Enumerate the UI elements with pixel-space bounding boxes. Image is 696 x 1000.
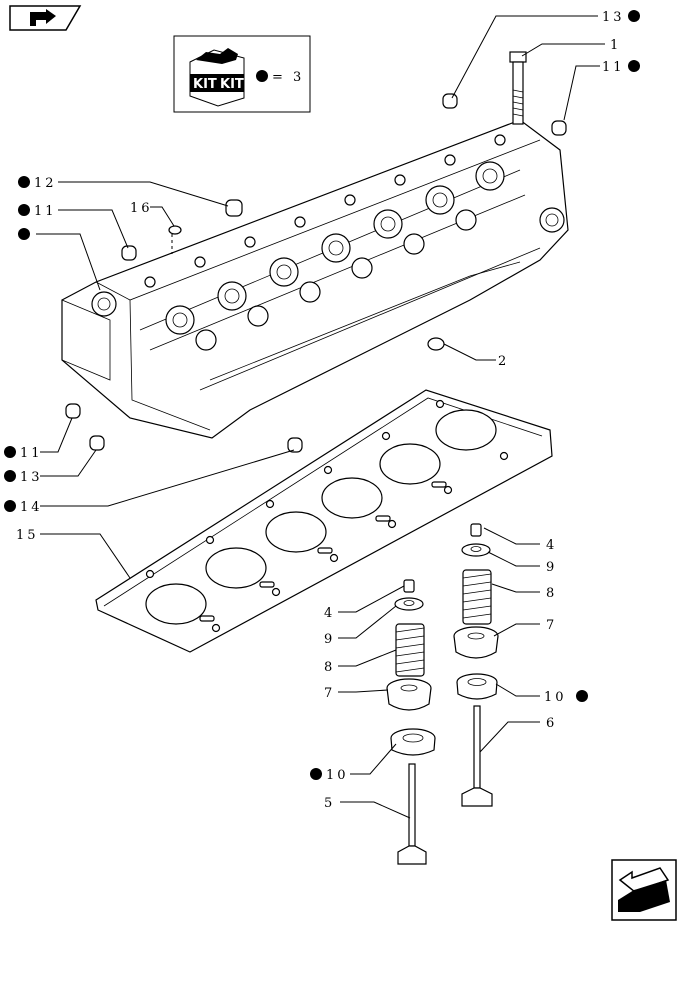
callout-11-low: 11: [20, 446, 43, 461]
kit-box: KIT KIT = 3: [173, 35, 311, 113]
valve-6: [461, 705, 493, 807]
callout-4-right: 4: [546, 538, 557, 553]
callout-6: 6: [546, 716, 557, 731]
plug-11-top: [551, 120, 567, 136]
kit-bullet: [256, 70, 268, 82]
spring-8-right: [462, 569, 492, 625]
keeper-4-right: [470, 523, 482, 537]
cylinder-head: [61, 119, 569, 439]
back-arrow-icon[interactable]: [9, 5, 82, 31]
plug-14: [287, 437, 303, 453]
callout-11-top: 11: [602, 60, 625, 75]
retainer-9-left: [394, 597, 424, 611]
callout-13-low: 13: [20, 470, 43, 485]
callout-7-left: 7: [324, 686, 335, 701]
callout-14: 14: [20, 500, 43, 515]
plug-13-top: [442, 93, 458, 109]
kit-equals-text: = 3: [272, 70, 304, 85]
seat-7-right: [453, 626, 499, 659]
keeper-4-left: [403, 579, 415, 593]
valve-5: [397, 763, 427, 865]
leader-lines: [36, 15, 605, 819]
plug-2: [427, 337, 445, 351]
callout-10-right: 10: [544, 690, 567, 705]
callout-8-right: 8: [546, 586, 557, 601]
washer-10-left: [390, 728, 436, 756]
callout-11-left: 11: [34, 204, 57, 219]
plug-12: [225, 199, 243, 217]
spring-8-left: [395, 623, 425, 677]
callout-7-right: 7: [546, 618, 557, 633]
valve-assembly-right: [453, 523, 499, 807]
plug-11-left: [121, 245, 137, 261]
callout-1: 1: [610, 38, 621, 53]
plug-16: [168, 225, 182, 254]
callout-13-top: 13: [602, 10, 625, 25]
callout-5: 5: [324, 796, 335, 811]
plug-11-low: [65, 403, 81, 419]
callout-8-left: 8: [324, 660, 335, 675]
callout-15: 15: [16, 528, 39, 543]
plug-13-low: [89, 435, 105, 451]
callout-9-right: 9: [546, 560, 557, 575]
callout-2: 2: [498, 354, 509, 369]
callout-4-left: 4: [324, 606, 335, 621]
head-gasket: [95, 389, 553, 653]
callout-10-left: 10: [326, 768, 349, 783]
retainer-9-right: [461, 543, 491, 557]
kit-label-2: KIT: [220, 77, 244, 92]
valve-assembly-left: [386, 579, 436, 865]
forward-arrow-icon[interactable]: [611, 859, 677, 921]
callout-bullets: [4, 10, 640, 780]
washer-10-right: [456, 673, 498, 700]
callout-9-left: 9: [324, 632, 335, 647]
callout-12: 12: [34, 176, 57, 191]
bolt-1: [509, 51, 527, 125]
kit-label-1: KIT: [193, 77, 217, 92]
seat-7-left: [386, 678, 432, 711]
callout-16: 16: [130, 201, 153, 216]
kit-box-icon: [189, 48, 245, 107]
